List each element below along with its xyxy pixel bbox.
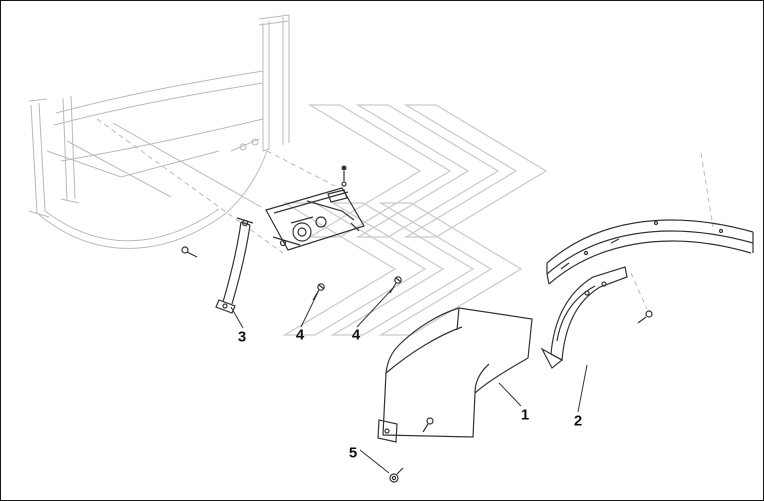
- watermark-chevrons-icon: [282, 104, 548, 336]
- callout-number-5: 5: [348, 444, 358, 462]
- bolt-icon: [426, 417, 434, 425]
- curved-panel-part-drawing: [540, 266, 653, 369]
- bracket-part-drawing: [181, 217, 254, 314]
- mudguard-part-drawing: [377, 307, 533, 443]
- bolt-icon: [317, 283, 325, 291]
- callout-number-4b: 4: [351, 326, 361, 344]
- callout-number-4a: 4: [295, 326, 305, 344]
- bolt-icon: [181, 246, 189, 254]
- callout-number-1: 1: [520, 406, 530, 424]
- cab-frame-wireframe: [28, 14, 290, 249]
- bolt-icon-callout-5: [389, 467, 404, 483]
- callout-number-2: 2: [573, 412, 583, 430]
- bolt-icon: [645, 310, 653, 318]
- callout-number-3: 3: [237, 328, 247, 346]
- fender-rail-part-drawing: [546, 219, 754, 285]
- dashed-projection-lines: [96, 118, 714, 310]
- bolt-icons-callout-4: [312, 276, 402, 301]
- small-bolt-icon: [341, 165, 347, 171]
- callout-leader-lines: [230, 286, 588, 474]
- bolt-icon: [394, 276, 402, 284]
- mechanism-assembly-drawing: [265, 165, 365, 251]
